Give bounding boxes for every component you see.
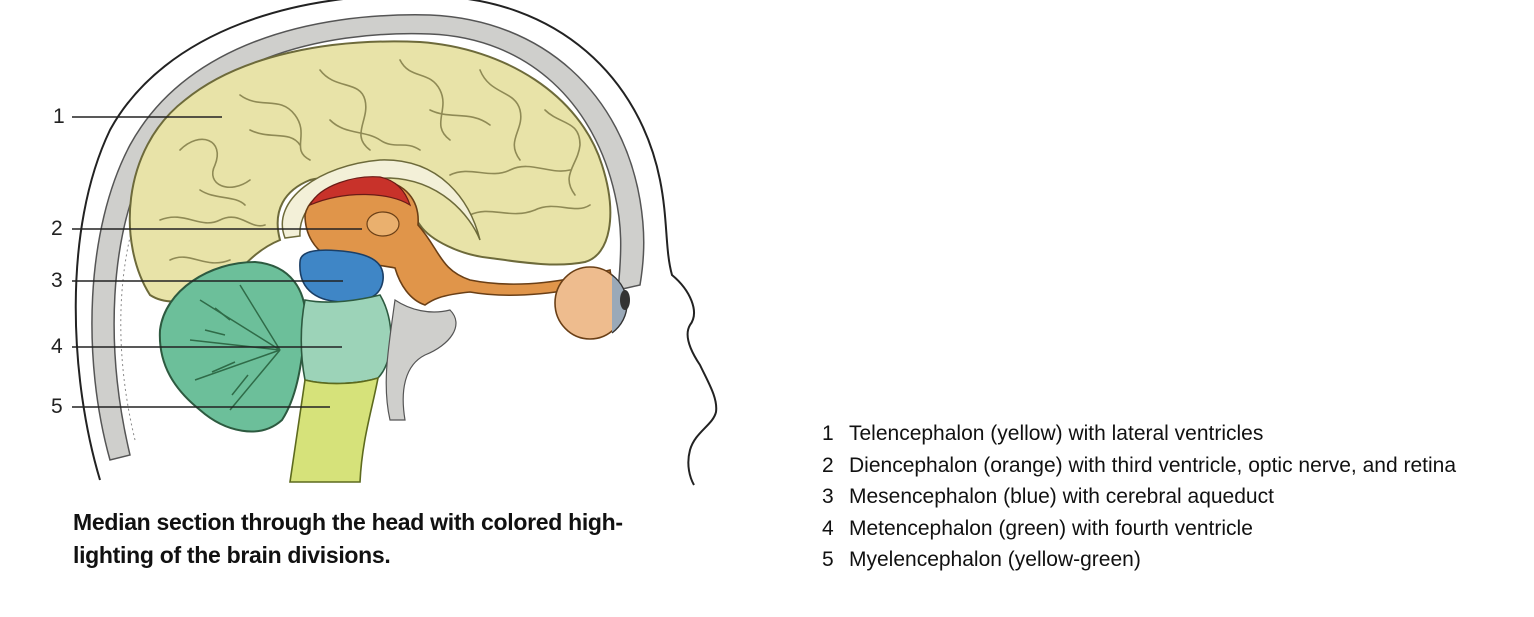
callout-number-3: 3 [51,269,63,292]
arbor-vitae [189,284,281,411]
gyri-texture [159,59,591,264]
figure-caption-line-1: Median section through the head with col… [73,509,623,535]
eye [554,266,630,340]
callout-number-5: 5 [51,395,63,418]
metencephalon-region [300,294,392,385]
legend-number: 2 [822,453,834,477]
figure-caption-line-2: lighting of the brain divisions. [73,542,391,568]
legend-text: Metencephalon (green) with fourth ventri… [849,516,1253,540]
legend-item: 1 Telencephalon (yellow) with lateral ven… [822,418,1522,450]
third-ventricle-fornix [308,176,412,207]
callout-number-2: 2 [51,217,63,240]
callout-lines [72,116,362,408]
head-outline [74,0,718,486]
callout-number-1: 1 [53,105,65,128]
callout-number-4: 4 [51,335,63,358]
legend-number: 4 [822,516,834,540]
myelencephalon-region [289,376,380,483]
legend-number: 3 [822,485,834,508]
legend-text: Diencephalon (orange) with third ventric… [849,453,1457,477]
legend-item: 2 Diencephalon (orange) with third ventri… [822,450,1522,482]
legend-text: Mesencephalon (blue) with cerebral aqued… [849,485,1274,508]
legend-text: Telencephalon (yellow) with lateral vent… [849,422,1264,445]
mesencephalon-region [299,249,384,303]
legend-item: 4 Metencephalon (green) with fourth ventr… [822,513,1522,545]
legend-item: 3 Mesencephalon (blue) with cerebral aque… [822,481,1522,513]
thalamus-mark [366,211,400,237]
skull-base [385,298,457,421]
legend-item: 5 Myelencephalon (yellow-green) [822,544,1522,576]
legend-number: 5 [822,548,834,571]
legend-text: Myelencephalon (yellow-green) [849,548,1141,571]
figure-caption: Median section through the head with col… [73,506,713,572]
legend: 1 Telencephalon (yellow) with lateral ven… [822,418,1522,576]
legend-number: 1 [822,422,834,445]
